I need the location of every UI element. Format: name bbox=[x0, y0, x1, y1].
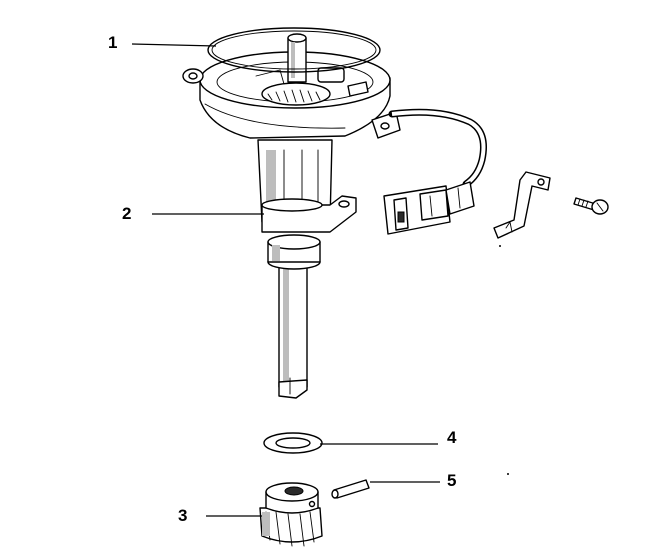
shaft-collar bbox=[267, 234, 321, 270]
stray-dot bbox=[499, 245, 501, 247]
mounting-flange bbox=[261, 195, 357, 233]
callout-5: 5 bbox=[447, 471, 456, 490]
distributor-assembly bbox=[182, 27, 401, 399]
roll-pin bbox=[331, 479, 370, 499]
drive-gear bbox=[259, 482, 323, 547]
distributor-shaft bbox=[278, 261, 308, 399]
o-ring bbox=[207, 27, 381, 73]
leader-line-1 bbox=[131, 43, 217, 47]
stray-dot bbox=[507, 473, 509, 475]
connector-bracket bbox=[493, 171, 551, 239]
wiring-harness bbox=[383, 108, 487, 235]
callout-2: 2 bbox=[122, 204, 131, 223]
callout-1: 1 bbox=[108, 33, 117, 52]
screw bbox=[573, 197, 609, 215]
callout-3: 3 bbox=[178, 506, 187, 525]
rotor-spindle bbox=[287, 33, 307, 83]
callout-4: 4 bbox=[447, 428, 457, 447]
thrust-washer bbox=[263, 432, 323, 454]
